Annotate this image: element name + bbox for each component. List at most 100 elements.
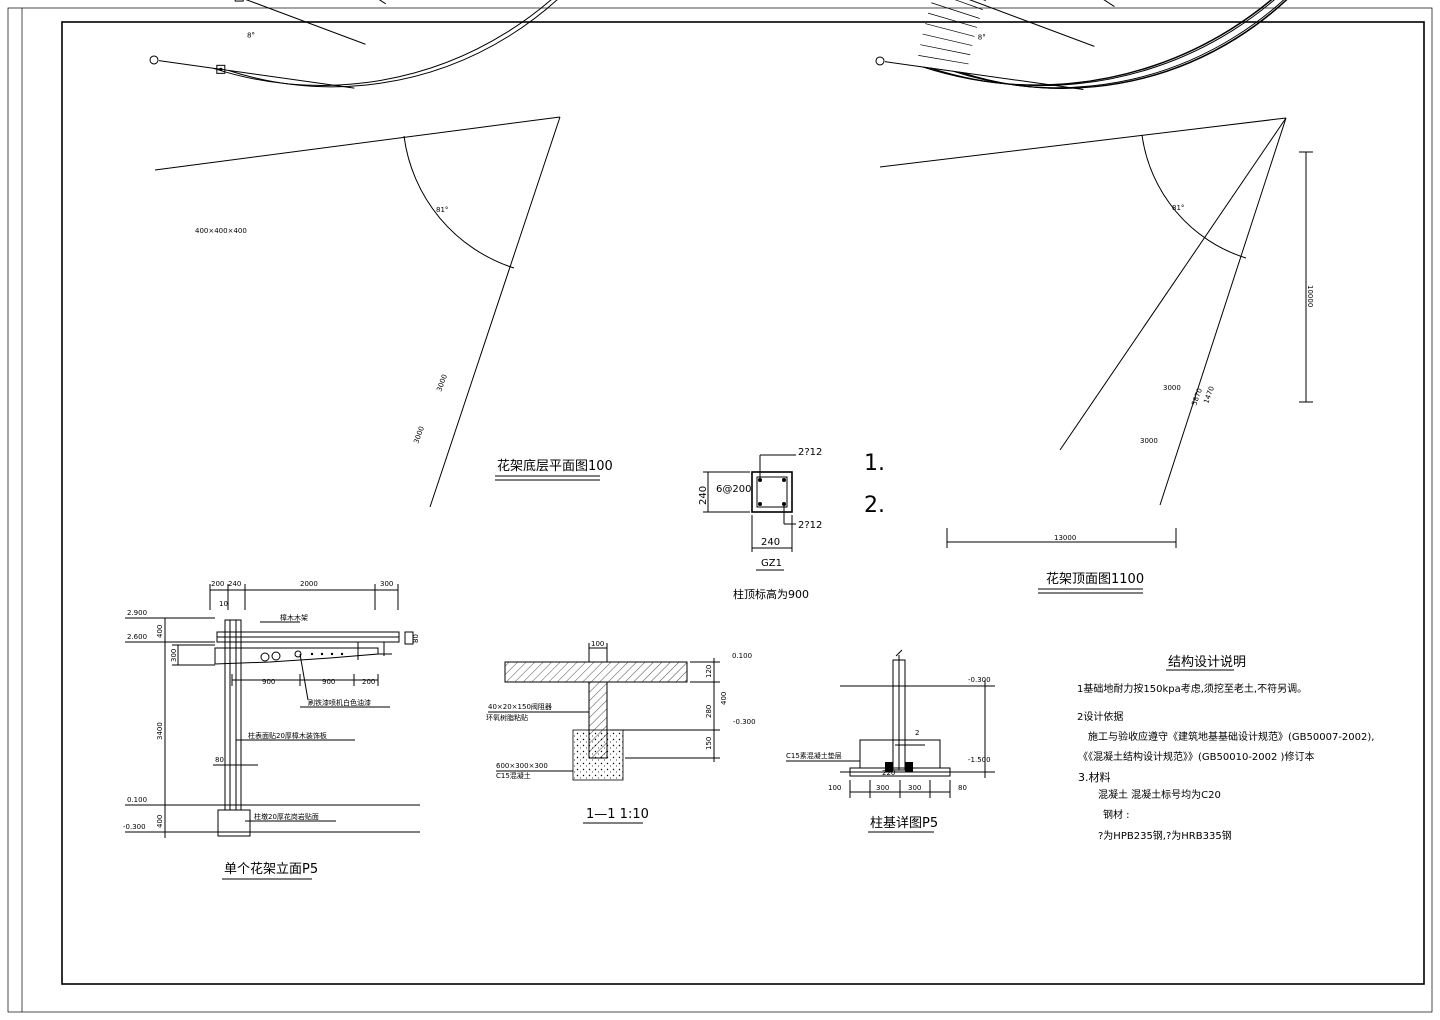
gz1-note: 柱顶标高为900 [733, 587, 809, 601]
list-item-2: 2. [864, 493, 885, 518]
notes-line-5: 3.材料 [1078, 770, 1111, 784]
plan-top-diagram: 81° 8°8°8°8°8°8°8°8° 10000 13000 3000 30… [875, 0, 1314, 594]
elev-small-dim-3: 80 [215, 756, 224, 764]
elev-side-dim-2: 300 [170, 649, 178, 662]
gz1-name: GZ1 [761, 558, 782, 569]
gz1-height: 240 [698, 486, 709, 505]
elev-bottom-dim-1: 900 [262, 678, 275, 686]
footing-level-2: -1.500 [968, 756, 991, 764]
plan-top-dim-2: 3000 [1140, 437, 1158, 445]
elev-top-dim-1: 200 [211, 580, 224, 588]
plan-top-dim-1: 3000 [1163, 384, 1181, 392]
roof-beam [920, 44, 971, 56]
angle-segment-label: 8° [978, 34, 986, 42]
section-1-1-diagram: 100 0.100 -0.300 120 400 280 150 40×20×1… [486, 640, 756, 824]
footing-title: 柱基详图P5 [870, 816, 938, 831]
plan-bottom-title: 花架底层平面图100 [497, 458, 613, 474]
elev-small-dim-2: 80 [412, 634, 420, 643]
notes-line-7: 钢材 : [1103, 808, 1130, 821]
notes-line-6: 混凝土 混凝土标号均为C20 [1098, 788, 1221, 801]
footing-diagram: 2 -0.300 -1.500 C15素混凝土垫层 100 300 300 80… [786, 649, 995, 833]
plan-top-vertical-dim: 10000 [1306, 285, 1314, 307]
elev-level-3: 0.100 [127, 796, 147, 804]
gz1-rebar-bottom: 2?12 [798, 520, 822, 531]
grid-axis-line [378, 0, 387, 5]
axis-bubble [875, 56, 885, 66]
column-section-gz1: 2?12 2?12 6@200 240 240 GZ1 柱顶标高为900 1. … [698, 447, 885, 601]
roof-beam [927, 12, 978, 28]
elev-small-dim-1: 10 [219, 600, 228, 608]
list-item-1: 1. [864, 451, 885, 476]
elev-label-4: 柱墩20厚花岗岩贴面 [254, 812, 319, 821]
notes-line-4: 《《混凝土结构设计规范》》(GB50010-2002 )修订本 [1078, 750, 1314, 763]
elev-label-2: 刷铁漆喷机白色油漆 [308, 698, 371, 707]
sec11-label-3: 600×300×300 [496, 762, 548, 770]
sec11-right-dim-3: 280 [705, 705, 713, 718]
footing-dim-3: 300 [908, 784, 921, 792]
sec11-level-1: 0.100 [732, 652, 752, 660]
grid-axis-line [158, 60, 355, 89]
roof-beam [922, 33, 973, 46]
notes-title: 结构设计说明 [1168, 655, 1246, 670]
notes-line-8: ?为HPB235钢,?为HRB335钢 [1098, 829, 1232, 842]
column-marker [234, 0, 244, 2]
footing-dim-2: 300 [876, 784, 889, 792]
elev-bottom-dim-2: 900 [322, 678, 335, 686]
sec11-label-1: 40×20×150阀阻器 [488, 702, 552, 711]
plan-top-title: 花架顶面图1100 [1046, 571, 1144, 587]
plan-bottom-diagram: 81° 8°8°8°8°8°8°8°8° 400×400×400 3000 30… [149, 0, 613, 508]
elevation-title: 单个花架立面P5 [224, 861, 318, 877]
elev-level-1: 2.900 [127, 609, 147, 617]
plan-bottom-dim-2: 3000 [412, 425, 426, 444]
grid-axis-line [968, 0, 1095, 47]
elev-level-4: -0.300 [123, 823, 146, 831]
elev-level-2: 2.600 [127, 633, 147, 641]
elev-label-3: 柱表面贴20厚樟木装饰板 [248, 731, 327, 740]
grid-axis-line [245, 0, 366, 45]
outer-frame [7, 7, 1433, 1013]
elev-top-dim-2: 240 [228, 580, 241, 588]
sec11-right-dim-2: 400 [720, 692, 728, 705]
roof-beam [931, 2, 980, 19]
roof-beam [982, 0, 987, 2]
sec11-level-2: -0.300 [733, 718, 756, 726]
notes-line-3: 施工与验收应遵守《建筑地基基础设计规范》(GB50007-2002), [1088, 730, 1374, 743]
plan-bottom-angle: 81° [436, 206, 448, 214]
axis-bubble [149, 55, 159, 65]
elev-side-dim-1: 400 [156, 625, 164, 638]
plan-top-horizontal-dim: 13000 [1054, 534, 1076, 542]
sec11-right-dim-1: 120 [705, 665, 713, 678]
inner-frame [61, 21, 1425, 985]
elev-top-dim-4: 300 [380, 580, 393, 588]
elev-label-1: 樟木木架 [280, 613, 308, 622]
plan-top-dim-3: 5870 [1190, 387, 1204, 406]
roof-beam [954, 0, 983, 10]
footing-dim-5: 220 [882, 769, 895, 777]
roof-beam [925, 23, 975, 37]
gz1-rebar-top: 2?12 [798, 447, 822, 458]
elev-side-dim-3: 3400 [156, 722, 164, 740]
plan-bottom-column-label: 400×400×400 [195, 227, 247, 235]
footing-label: C15素混凝土垫层 [786, 751, 842, 760]
notes-line-1: 1基础地耐力按150kpa考虑,须挖至老土,不符另调。 [1077, 682, 1307, 695]
sec11-right-dim-4: 150 [705, 737, 713, 750]
gz1-stirrup: 6@200 [716, 484, 751, 495]
sec11-top-dim: 100 [591, 640, 604, 648]
angle-segment-label: 8° [247, 31, 255, 39]
footing-dim-1: 100 [828, 784, 841, 792]
plan-top-dim-4: 1470 [1202, 385, 1216, 404]
plan-bottom-dim-1: 3000 [435, 373, 449, 392]
footing-dim-4: 80 [958, 784, 967, 792]
elev-side-dim-4: 400 [156, 815, 164, 828]
elev-bottom-dim-3: 200 [362, 678, 375, 686]
roof-beam [918, 55, 969, 65]
plan-top-angle: 81° [1172, 204, 1184, 212]
notes-line-2: 2设计依据 [1077, 710, 1123, 723]
footing-level-1: -0.300 [968, 676, 991, 684]
structural-notes: 结构设计说明 1基础地耐力按150kpa考虑,须挖至老土,不符另调。 2设计依据… [1077, 655, 1374, 842]
elevation-diagram: 200 240 2000 300 10 80 2.900 [123, 580, 420, 880]
sec11-label-4: C15混凝土 [496, 771, 531, 780]
gz1-width: 240 [761, 537, 780, 548]
section-1-1-title: 1—1 1:10 [586, 807, 649, 822]
